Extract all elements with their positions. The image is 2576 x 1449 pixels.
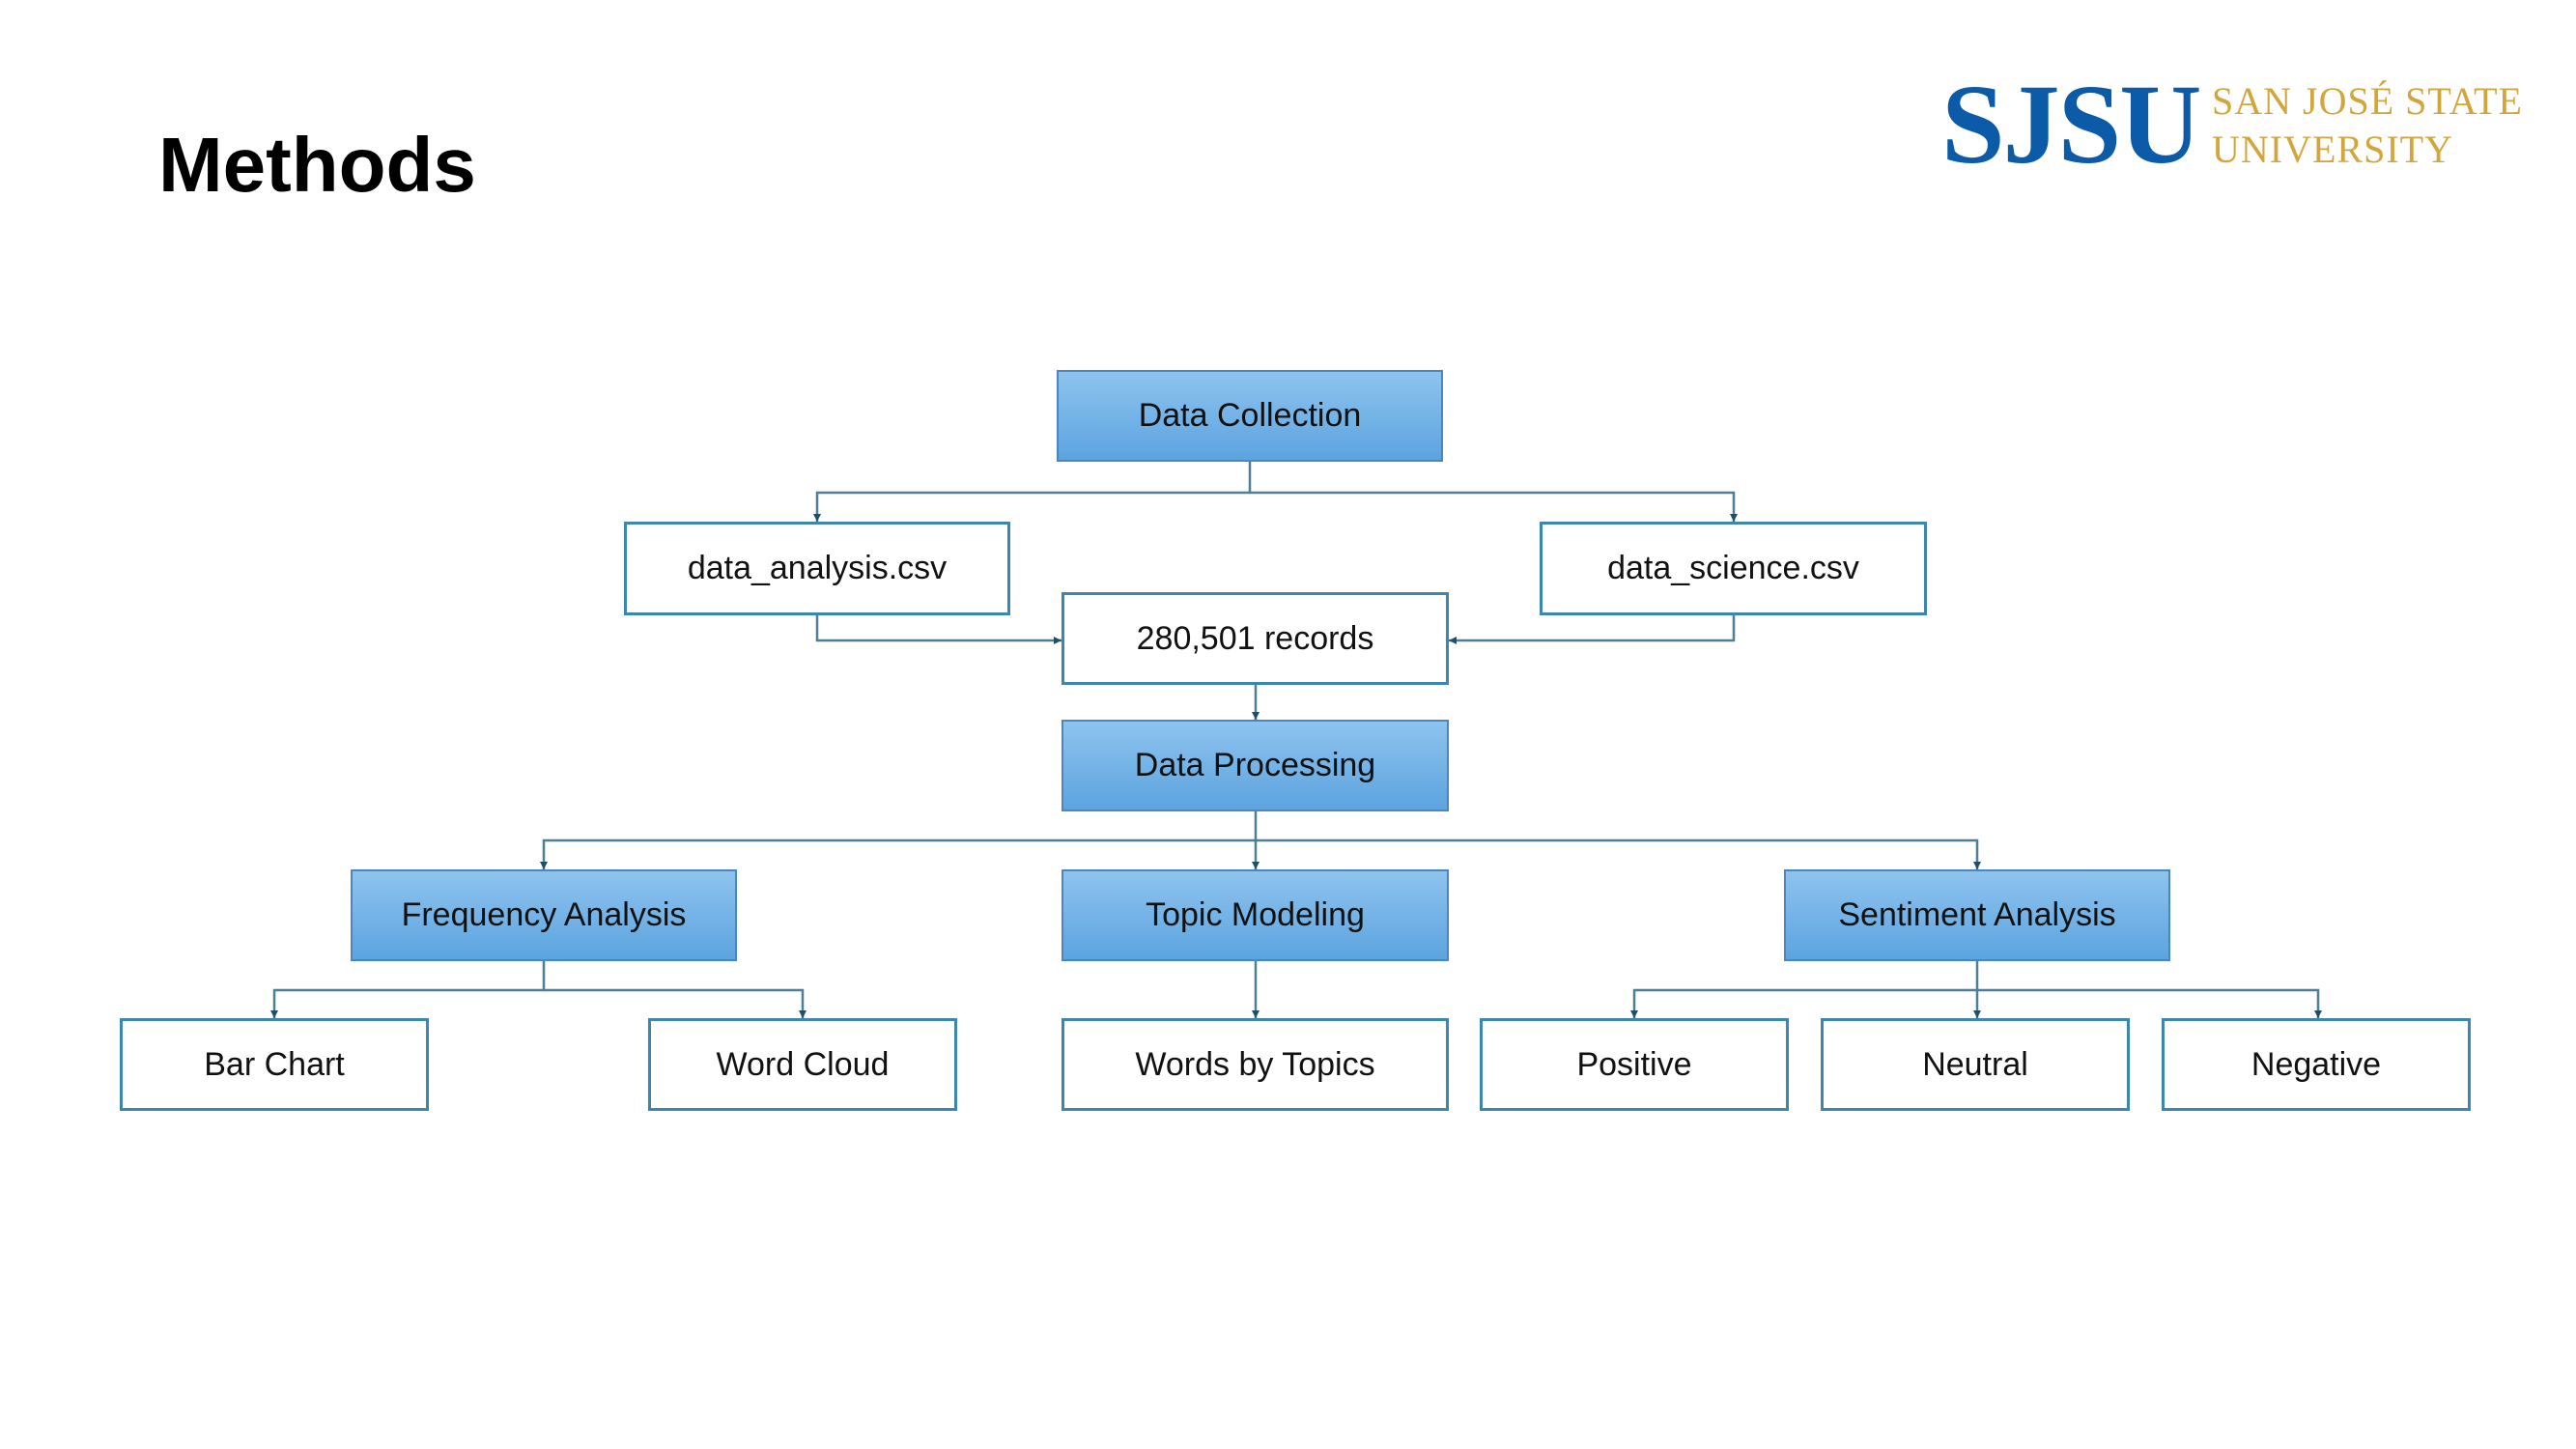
node-sentiment-analysis: Sentiment Analysis xyxy=(1784,869,2170,961)
sjsu-logo: SJSU SAN JOSÉ STATE UNIVERSITY xyxy=(1941,60,2523,195)
edge-frequency-to-bar-chart xyxy=(270,961,546,1018)
node-negative: Negative xyxy=(2162,1018,2471,1111)
node-data-collection: Data Collection xyxy=(1057,370,1443,462)
node-data-analysis-csv: data_analysis.csv xyxy=(624,522,1010,615)
logo-wordmark: SAN JOSÉ STATE UNIVERSITY xyxy=(2212,77,2523,174)
edge-sentiment-to-positive xyxy=(1630,961,1979,1018)
node-records: 280,501 records xyxy=(1062,592,1449,685)
edge-processing-to-sentiment xyxy=(1256,838,1981,869)
node-positive: Positive xyxy=(1480,1018,1789,1111)
node-frequency-analysis: Frequency Analysis xyxy=(351,869,737,961)
node-data-science-csv: data_science.csv xyxy=(1540,522,1927,615)
logo-line-2: UNIVERSITY xyxy=(2212,128,2453,171)
edge-analysis-csv-to-records xyxy=(815,615,1062,644)
edge-sentiment-to-negative xyxy=(1977,988,2322,1018)
node-words-by-topics: Words by Topics xyxy=(1062,1018,1449,1111)
node-word-cloud: Word Cloud xyxy=(648,1018,957,1111)
edge-processing-to-frequency xyxy=(540,811,1258,869)
edge-collection-to-analysis-csv xyxy=(813,462,1252,522)
node-topic-modeling: Topic Modeling xyxy=(1062,869,1449,961)
edge-science-csv-to-records xyxy=(1449,615,1736,644)
edge-frequency-to-word-cloud xyxy=(544,988,807,1018)
node-data-processing: Data Processing xyxy=(1062,720,1449,811)
logo-line-1: SAN JOSÉ STATE xyxy=(2212,79,2523,123)
node-bar-chart: Bar Chart xyxy=(120,1018,429,1111)
node-neutral: Neutral xyxy=(1821,1018,2130,1111)
slide-title: Methods xyxy=(158,122,476,208)
edge-collection-to-science-csv xyxy=(1250,491,1738,522)
logo-mark: SJSU xyxy=(1941,61,2201,187)
